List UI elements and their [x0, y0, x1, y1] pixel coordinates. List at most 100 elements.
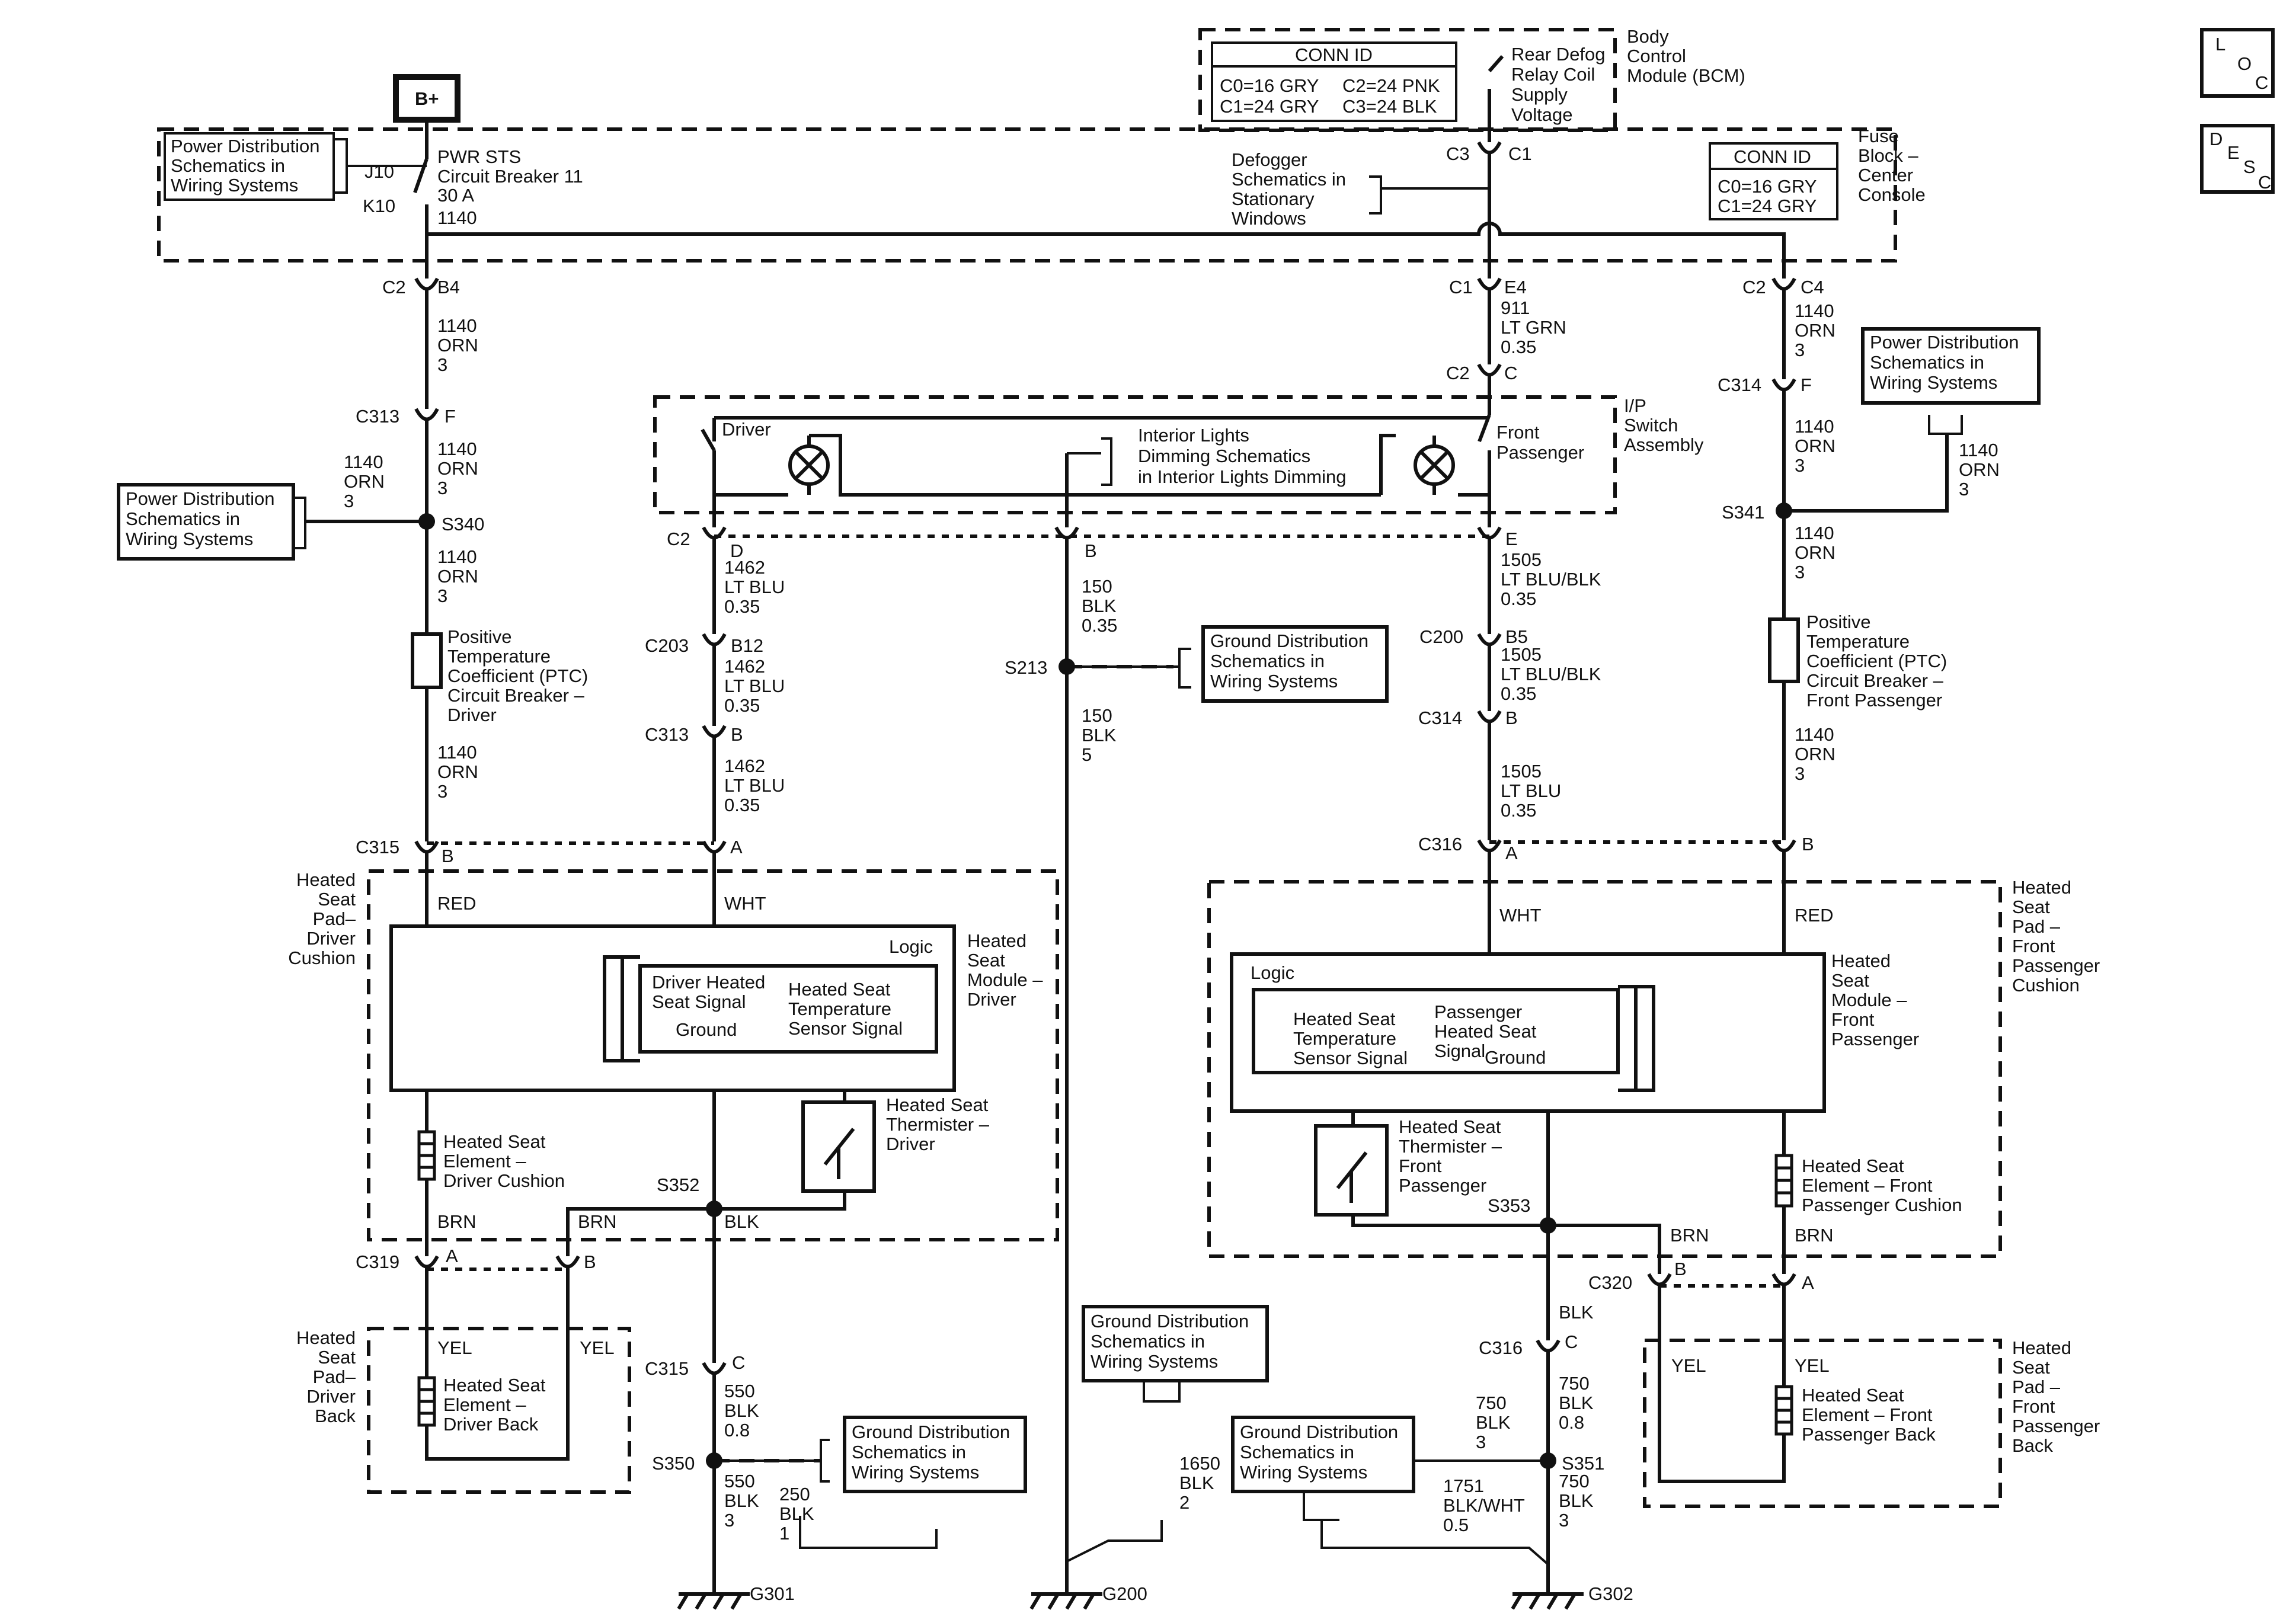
- c314-mid: C314: [1418, 708, 1462, 728]
- b4: B4: [437, 277, 460, 297]
- b-c315: B: [442, 846, 454, 866]
- ground-symbols: [677, 1567, 1584, 1610]
- a-c319: A: [446, 1246, 458, 1266]
- rating-label: 30 A: [437, 185, 474, 206]
- loc-l: L: [2215, 34, 2225, 55]
- c320: C320: [1588, 1272, 1632, 1293]
- passenger-cushion-pad-outline: [1207, 880, 2002, 1258]
- bcm-conn-id-box: [1211, 41, 1457, 122]
- passenger-back-pad-outline: [1643, 1339, 2002, 1508]
- ptc-passenger-body: [1768, 617, 1800, 683]
- fuse-conn-c1: C1=24 GRY: [1718, 196, 1817, 216]
- battery-label: B+: [415, 88, 439, 109]
- s213: S213: [1005, 657, 1047, 678]
- ip-switch-outline: [653, 395, 1617, 514]
- passenger-logic-inner: [1252, 988, 1620, 1074]
- c316-bottom: C316: [1479, 1337, 1523, 1358]
- c314-right: C314: [1718, 375, 1761, 395]
- desc-s: S: [2243, 156, 2256, 177]
- b-switch: B: [1085, 540, 1097, 561]
- desc-tab[interactable]: [2200, 124, 2275, 194]
- driver-logic-label: Logic: [889, 936, 933, 957]
- b-c313: B: [731, 724, 743, 745]
- ref-pwr-dist-top-box: [164, 132, 335, 201]
- color-brn-pass-1: BRN: [1670, 1225, 1709, 1246]
- ref-ground-s351-box: [1231, 1416, 1415, 1493]
- color-blk-pass: BLK: [1559, 1302, 1594, 1323]
- fuse-conn-c0: C0=16 GRY: [1718, 176, 1817, 197]
- c313-left: C313: [356, 406, 399, 427]
- c2-left: C2: [382, 277, 406, 297]
- indicator-lamps: [788, 436, 1455, 495]
- g200: G200: [1102, 1583, 1147, 1604]
- bus-wire-label: 1140: [437, 207, 477, 228]
- a-c316: A: [1505, 843, 1518, 863]
- color-yel-pass-1: YEL: [1671, 1355, 1706, 1376]
- pass-ground-label: Ground: [1485, 1047, 1546, 1068]
- bcm-conn-title: CONN ID: [1295, 44, 1373, 65]
- b-c316: B: [1802, 834, 1814, 854]
- c313-mid: C313: [645, 724, 689, 745]
- c2-switch: C2: [667, 529, 690, 549]
- color-wht-pass: WHT: [1499, 905, 1542, 926]
- heating-elements: [417, 1130, 1793, 1436]
- pwr-sts-label: PWR STS: [437, 146, 521, 167]
- g301: G301: [750, 1583, 795, 1604]
- driver-logic-inner: [638, 964, 938, 1054]
- ref-ground-s213-box: [1201, 625, 1389, 703]
- a-c320: A: [1802, 1272, 1814, 1293]
- driver-back-pad-outline: [367, 1327, 631, 1494]
- f-right: F: [1801, 375, 1812, 395]
- loc-tab[interactable]: [2200, 28, 2275, 98]
- driver-logic-side: [603, 955, 624, 1062]
- s350: S350: [652, 1453, 695, 1474]
- color-brn-driver-2: BRN: [578, 1211, 616, 1232]
- driver-ground-label: Ground: [676, 1019, 737, 1040]
- d-switch: D: [730, 540, 743, 561]
- b-c314: B: [1505, 708, 1518, 728]
- color-brn-driver-1: BRN: [437, 1211, 476, 1232]
- ref-pwr-dist-left-box: [117, 483, 295, 561]
- k10-label: K10: [363, 196, 395, 216]
- c316-top: C316: [1418, 834, 1462, 854]
- color-wht-driver: WHT: [724, 893, 766, 914]
- color-blk-driver: BLK: [724, 1211, 759, 1232]
- pass-logic-label: Logic: [1251, 962, 1294, 983]
- s341: S341: [1722, 502, 1764, 523]
- circuit-breaker-label: Circuit Breaker 11: [437, 166, 583, 187]
- color-red-driver: RED: [437, 893, 476, 914]
